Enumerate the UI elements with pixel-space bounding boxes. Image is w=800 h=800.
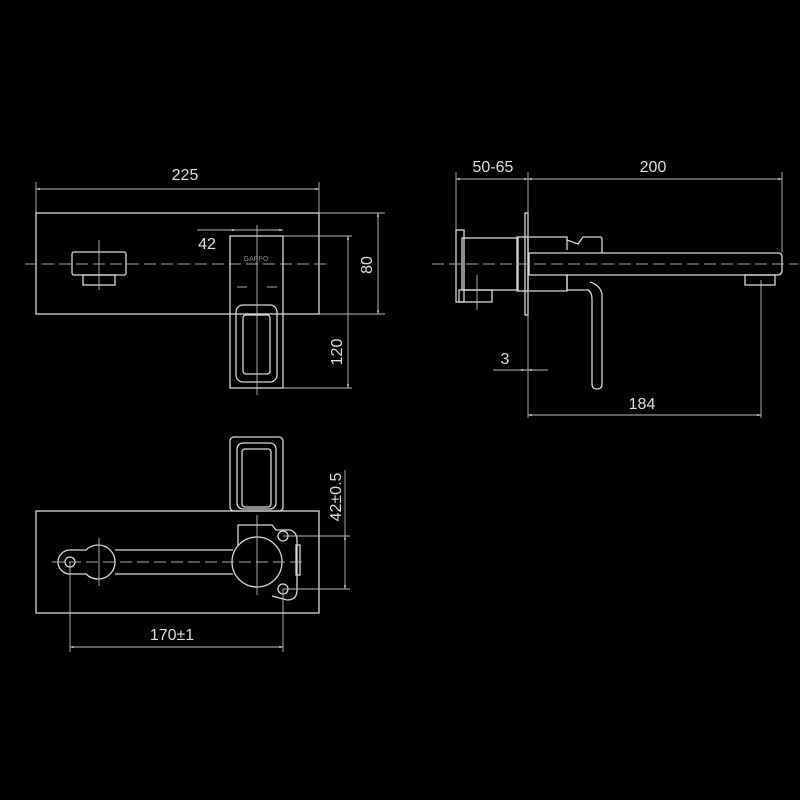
front-view: 225 42 GAPPO 80 120 [25,167,385,395]
body-height-dimension-label: 80 [359,256,376,274]
spout [528,252,783,276]
valve-housing-lug [237,524,298,601]
hole-spacing-vertical-dimension-label: 42±0.5 [328,472,345,521]
lever-inner-1 [236,442,277,510]
handle-height-dimension-label: 120 [329,339,346,366]
lever-inner-2 [241,448,272,508]
valve-side-cap [295,544,301,576]
side-view: 50-65 200 3 184 [432,159,798,418]
handle-width-dimension-label: 42 [198,236,216,253]
lever-inner [242,314,271,375]
valve-nut [458,289,493,303]
hole-spacing-horizontal-dimension-label: 170±1 [150,627,194,644]
valve-body-back [455,229,465,303]
mounting-plate-outline [35,510,320,614]
lever-outer [229,436,284,512]
lever-handle [566,275,603,390]
handle-plate [229,235,284,389]
outlet-reach-dimension-label: 184 [629,396,656,413]
wall-depth-dimension-label: 50-65 [473,159,514,176]
plan-view: 42±0.5 170±1 [35,436,350,652]
plate-thickness-dimension-label: 3 [501,351,510,368]
width-dimension-label: 225 [172,167,199,184]
left-mount-lug [57,544,116,580]
handle-top [566,236,603,253]
lever-outer [235,304,278,383]
spout-length-dimension-label: 200 [640,159,667,176]
brand-logo: GAPPO [244,256,269,263]
aerator [744,274,776,286]
